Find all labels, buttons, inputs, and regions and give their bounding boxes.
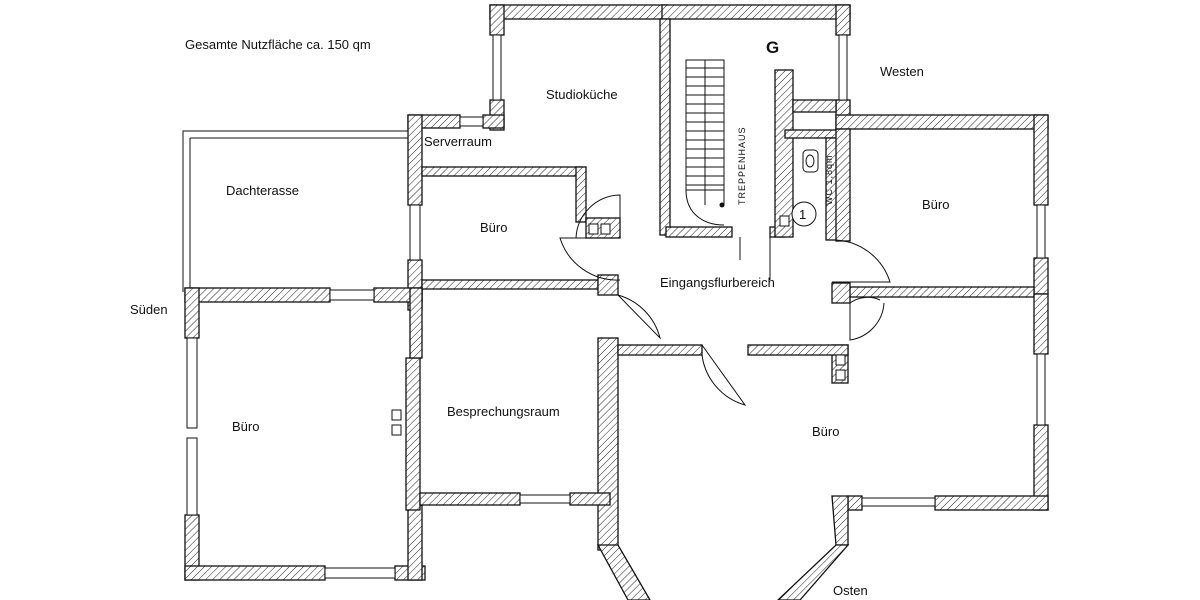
walls xyxy=(184,4,1049,600)
staircase xyxy=(685,59,725,226)
room-roof-terrace-label: Dachterasse xyxy=(226,183,299,198)
room-entrance-hall-label: Eingangsflurbereich xyxy=(660,275,775,290)
room-office-right-big-label: Büro xyxy=(812,424,839,439)
compass-west-label: Westen xyxy=(880,64,924,79)
doors xyxy=(559,194,891,406)
shafts xyxy=(391,215,846,436)
toilet-icon xyxy=(791,149,819,227)
compass-south-label: Süden xyxy=(130,302,168,317)
room-server-label: Serverraum xyxy=(424,134,492,149)
room-meeting-label: Besprechungsraum xyxy=(447,404,560,419)
room-studio-kitchen-label: Studioküche xyxy=(546,87,618,102)
stair-marker-label: G xyxy=(766,38,779,57)
total-area-label: Gesamte Nutzfläche ca. 150 qm xyxy=(185,37,371,52)
compass-east-label: Osten xyxy=(833,583,868,598)
room-office-left-big-label: Büro xyxy=(232,419,259,434)
room-wc-label: WC 1,8qm xyxy=(824,154,834,205)
room-stairwell-label: TREPPENHAUS xyxy=(737,126,747,205)
room-office-small-label: Büro xyxy=(480,220,507,235)
marker-number-label: 1 xyxy=(799,207,806,222)
windows xyxy=(186,34,1046,579)
room-office-right-top-label: Büro xyxy=(922,197,949,212)
roof-terrace-outline xyxy=(182,130,408,292)
